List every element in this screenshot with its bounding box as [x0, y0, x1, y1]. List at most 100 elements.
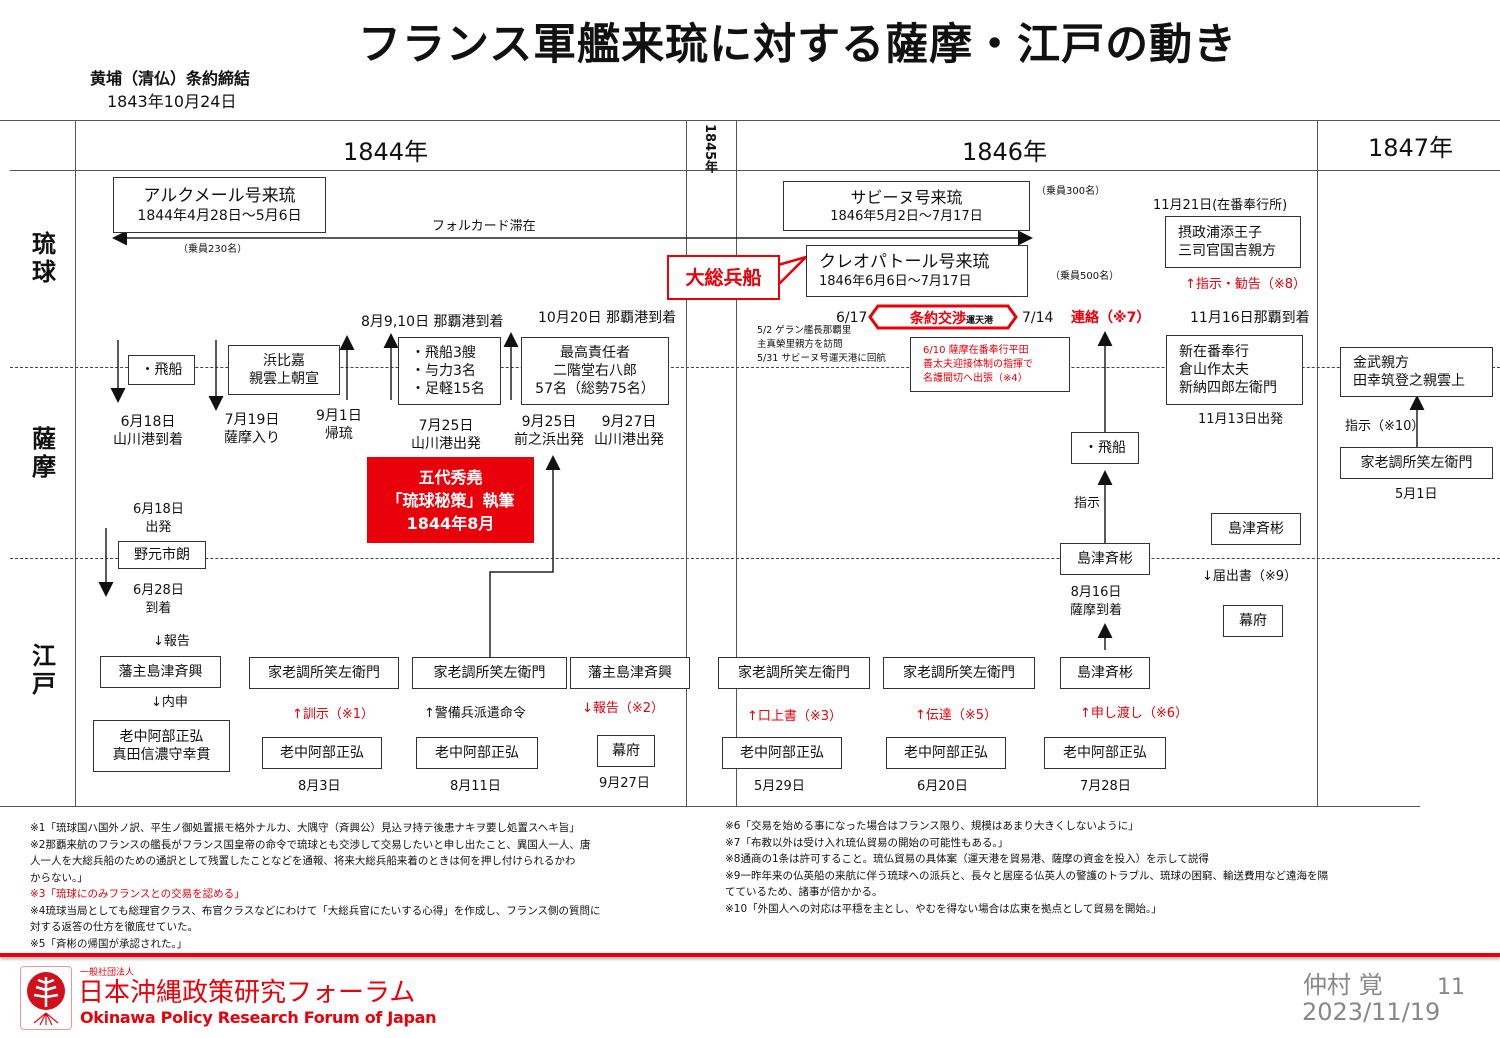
- report-label: ↓報告: [153, 634, 190, 649]
- event: 帰琉: [324, 426, 353, 442]
- fornier-label: フォルカード滞在: [432, 219, 536, 234]
- col-line: [75, 120, 76, 806]
- alcmene-title: アルクメール号来琉: [143, 186, 296, 206]
- nariakira-box: 島津斉彬: [1060, 543, 1150, 575]
- treaty-date: 1843年10月24日: [107, 92, 237, 111]
- regent-line: 摂政浦添王子: [1178, 225, 1262, 241]
- regent-note: ↑指示・勧告（※8）: [1185, 277, 1307, 292]
- year-1847: 1847年: [1368, 134, 1454, 162]
- date-label: 9月27日山川港出発: [594, 413, 664, 449]
- bugyo-line: 倉山作太夫: [1179, 362, 1249, 378]
- roju-box: 老中阿部正弘: [886, 737, 1006, 769]
- note: ※6「交易を始める事になった場合はフランス限り、規模はあまり大きくしないように」: [725, 820, 1139, 832]
- date: 9月1日: [316, 408, 362, 424]
- keibi-label: ↑警備兵派遣命令: [424, 706, 526, 721]
- table-bottom-line: [0, 806, 1420, 807]
- note: ※3「琉球にのみフランスとの交易を認める」: [30, 888, 245, 900]
- guerin-line: 5/2 ゲラン艦長那覇里: [757, 325, 852, 336]
- ships-line: ・与力3名: [411, 363, 476, 379]
- date: 7月19日: [224, 412, 280, 428]
- bugyo-line: 新在番奉行: [1179, 344, 1249, 360]
- dentatsu-label: ↑伝達（※5）: [915, 708, 998, 723]
- date-may1: 5月1日: [1395, 487, 1438, 502]
- date-label: 8月16日薩摩到着: [1070, 584, 1122, 620]
- note: ※4琉球当局としても総理官クラス、布官クラスなどにわけて「大総兵官にたいする心得…: [30, 904, 601, 917]
- event: 薩摩入り: [224, 430, 280, 446]
- edo-date: 7月28日: [1080, 779, 1131, 794]
- ships-box: ・飛船3艘 ・与力3名 ・足軽15名: [398, 337, 501, 405]
- edo-date: 5月29日: [754, 779, 805, 794]
- chief-line: 57名（総勢75名）: [535, 381, 655, 397]
- treaty-label: 条約交渉: [910, 311, 966, 327]
- kin-box: 金武親方 田幸筑登之親雲上: [1340, 347, 1493, 397]
- edo-date: 9月27日: [599, 776, 650, 791]
- roju-box: 老中阿部正弘: [416, 737, 538, 769]
- note: ※9一昨年来の仏英船の来航に伴う琉球への派兵と、長々と居座る仏英人の警護のトラブ…: [725, 869, 1329, 882]
- note: ※5「斉彬の帰国が承認された。」: [30, 937, 188, 950]
- moshi-label: ↑申し渡し（※6）: [1080, 706, 1189, 721]
- org-small: 一般社団法人: [80, 968, 135, 978]
- roju-line: 老中阿部正弘: [119, 729, 204, 745]
- date: 9月25日: [521, 414, 577, 430]
- author: 仲村 覚: [1303, 971, 1383, 999]
- instruction-label: 指示: [1074, 496, 1101, 511]
- event: 出発: [145, 520, 172, 535]
- logo-icon: [20, 966, 72, 1030]
- note: ※1「琉球国ハ国外ノ訳、平生ノ御処置振モ格外ナルカ、大隅守（斉興公）見込ヲ持テ後…: [30, 822, 580, 834]
- note: てているため、諸事が倍かかる。: [725, 886, 883, 898]
- treaty-name: 黄埔（清仏）条約締結: [90, 69, 251, 88]
- kunji-label: ↑訓示（※1）: [292, 707, 375, 722]
- todoke-label: ↓届出書（※9）: [1202, 569, 1298, 584]
- date: 6月18日: [120, 414, 176, 430]
- karo-box: 家老調所笑左衛門: [883, 657, 1035, 689]
- date: 6月18日: [133, 502, 184, 517]
- sabine-crew: （乗員300名）: [1036, 186, 1106, 197]
- note: ※10「外国人への対応は平穏を主とし、やむを得ない場合は広東を拠点として貿易を開…: [725, 902, 1162, 915]
- renraku-label: 連絡（※7）: [1071, 310, 1151, 326]
- table-top-line: [0, 120, 1500, 121]
- col-line: [686, 120, 687, 806]
- event: 山川港到着: [113, 432, 183, 448]
- year-1844: 1844年: [343, 138, 429, 166]
- edo-date: 6月20日: [917, 779, 968, 794]
- naishin-label: ↓内申: [151, 695, 188, 710]
- roju-box: 老中阿部正弘: [722, 737, 842, 769]
- note: ※7「布教以外は受け入れ琉仏貿易の開始の可能性もある。」: [725, 836, 1009, 849]
- notes-left: ※1「琉球国ハ国外ノ訳、平生ノ御処置振モ格外ナルカ、大隅守（斉興公）見込ヲ持テ後…: [30, 820, 601, 952]
- hamahiga-line: 浜比嘉: [263, 353, 305, 369]
- note: ※8通商の1条は許可すること。琉仏貿易の具体案（運天港を貿易港、薩摩の資金を投入…: [725, 853, 1209, 865]
- naha-arrival-1: 8月9,10日 那覇港到着: [361, 314, 504, 330]
- narioki-box: 藩主島津斉興: [570, 657, 690, 689]
- row-ryukyu: 琉球: [32, 230, 56, 286]
- bakufu-box-1847: 幕府: [1223, 605, 1283, 637]
- instruction-10: 指示（※10）: [1345, 419, 1425, 434]
- chief-box: 最高責任者 二階堂右八郎 57名（総勢75名）: [521, 337, 669, 405]
- hisen-box-2: ・飛船: [1071, 432, 1139, 464]
- row-divider: [10, 558, 1500, 559]
- ships-line: ・飛船3艘: [411, 345, 476, 361]
- hamahiga-line: 親雲上朝宣: [249, 371, 319, 387]
- sabine-dates: 1846年5月2日～7月17日: [830, 208, 983, 224]
- row-divider: [10, 367, 1500, 368]
- roju-pair-box: 老中阿部正弘 真田信濃守幸貫: [93, 720, 230, 772]
- karo-box: 家老調所笑左衛門: [718, 657, 870, 689]
- nariakira-box: 島津斉彬: [1060, 657, 1150, 689]
- page-title: フランス軍艦来琉に対する薩摩・江戸の動き: [358, 20, 1238, 70]
- naha-arrival-2: 10月20日 那覇港到着: [538, 310, 677, 326]
- edo-date: 8月3日: [298, 779, 341, 794]
- sabine-box: サビーヌ号来琉 1846年5月2日～7月17日: [783, 181, 1030, 231]
- date: 6月28日: [133, 583, 184, 598]
- treaty-start: 6/17: [836, 310, 868, 326]
- hisen-box: ・飛船: [128, 355, 195, 385]
- callout-pointer: [777, 254, 811, 286]
- date-label: 9月1日帰琉: [316, 407, 362, 443]
- date-label: 7月19日薩摩入り: [224, 411, 280, 447]
- chief-line: 最高責任者: [560, 345, 630, 361]
- date: 9月27日: [601, 414, 657, 430]
- guerin-note: 5/2 ゲラン艦長那覇里 主真榮里親方を訪問 5/31 サビーヌ号運天港に回航: [757, 324, 886, 366]
- alcmene-box: アルクメール号来琉 1844年4月28日～5月6日: [113, 177, 326, 233]
- cleopatre-title: クレオパトール号来琉: [819, 252, 990, 272]
- roju-box: 老中阿部正弘: [262, 737, 382, 769]
- nomoto-box: 野元市朗: [118, 541, 206, 569]
- note: 人一人を大総兵船のための通訳として残置したことなどを通報、将来大総兵船来着のとき…: [30, 855, 576, 867]
